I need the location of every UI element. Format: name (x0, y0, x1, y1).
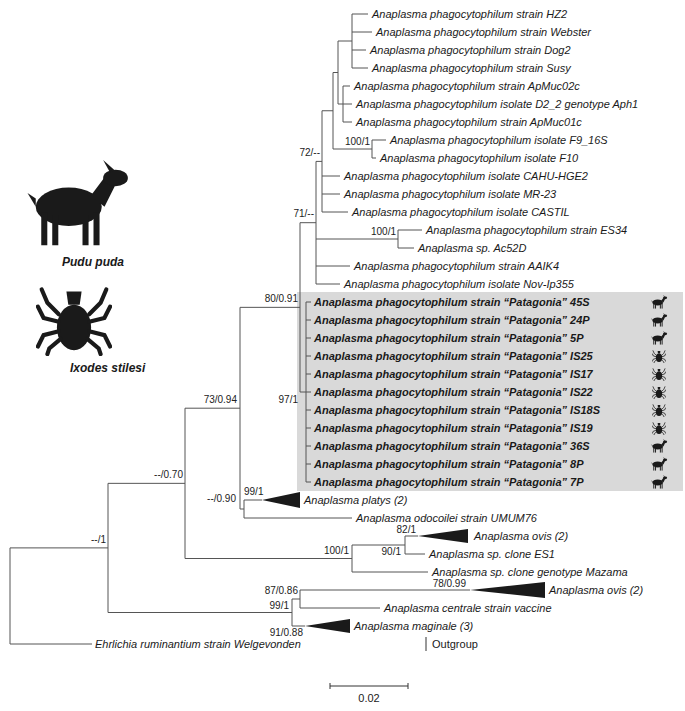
annotation: Outgroup (432, 638, 478, 651)
taxon-label: Anaplasma phagocytophilum strain Susy (372, 62, 571, 75)
highlight-band (297, 292, 683, 491)
support-value: 72/-- (299, 148, 320, 158)
support-value: 73/0.94 (204, 395, 237, 405)
taxon-label: Anaplasma phagocytophilum strain ApMuc02… (354, 80, 580, 93)
taxon-label: Anaplasma phagocytophilum isolate MR-23 (344, 188, 556, 201)
taxon-label: Anaplasma phagocytophilum strain AAIK4 (354, 260, 559, 273)
taxon-label: Anaplasma phagocytophilum strain “Patago… (314, 314, 590, 327)
support-value: --/0.90 (207, 494, 236, 504)
taxon-label: Anaplasma platys (2) (304, 494, 407, 507)
taxon-label: Anaplasma phagocytophilum strain Dog2 (370, 44, 571, 57)
taxon-label: Anaplasma ovis (2) (474, 530, 568, 543)
host-illustrations (28, 160, 668, 489)
taxon-label: Anaplasma phagocytophilum strain “Patago… (314, 368, 593, 381)
support-value: --/0.70 (154, 470, 183, 480)
taxon-label: Anaplasma sp. clone ES1 (429, 548, 555, 561)
support-value: 78/0.99 (433, 579, 466, 589)
taxon-label: Anaplasma sp. Ac52D (418, 242, 526, 255)
support-value: 100/1 (345, 137, 370, 147)
support-value: 90/1 (382, 547, 401, 557)
taxon-label: Anaplasma phagocytophilum strain “Patago… (314, 386, 593, 399)
taxon-label: Anaplasma maginale (3) (354, 620, 473, 633)
taxon-label: Anaplasma phagocytophilum isolate CASTIL (352, 206, 570, 219)
taxon-label: Anaplasma phagocytophilum isolate F9_16S (390, 134, 608, 147)
annotation: Ixodes stilesi (70, 362, 145, 375)
support-value: 87/0.86 (265, 586, 298, 596)
taxon-label: Anaplasma centrale strain vaccine (384, 602, 552, 615)
support-value: 97/1 (279, 395, 298, 405)
scale-and-outgroup (330, 637, 426, 689)
support-value: --/1 (91, 535, 106, 545)
support-value: 80/0.91 (265, 294, 298, 304)
taxon-label: Anaplasma phagocytophilum strain HZ2 (372, 8, 567, 21)
support-value: 100/1 (324, 546, 349, 556)
annotation: 0.02 (358, 692, 379, 705)
taxon-label: Anaplasma phagocytophilum strain “Patago… (314, 350, 593, 363)
taxon-label: Anaplasma phagocytophilum isolate CAHU-H… (344, 170, 588, 183)
taxon-label: Anaplasma phagocytophilum strain “Patago… (314, 440, 590, 453)
support-value: 91/0.88 (270, 628, 303, 638)
taxon-label: Anaplasma phagocytophilum strain “Patago… (314, 458, 584, 471)
taxon-label: Anaplasma phagocytophilum strain Webster (376, 26, 591, 39)
support-value: 99/1 (244, 487, 263, 497)
support-value: 71/-- (293, 209, 314, 219)
taxon-label: Anaplasma ovis (2) (549, 584, 643, 597)
taxon-label: Anaplasma phagocytophilum strain “Patago… (314, 476, 584, 489)
taxon-label: Anaplasma phagocytophilum strain ApMuc01… (356, 116, 582, 129)
support-value: 82/1 (397, 525, 416, 535)
taxon-label: Anaplasma phagocytophilum strain ES34 (426, 224, 627, 237)
taxon-label: Anaplasma phagocytophilum isolate Nov-Ip… (344, 278, 574, 291)
taxon-label: Anaplasma phagocytophilum isolate F10 (380, 152, 578, 165)
taxon-label: Anaplasma phagocytophilum strain “Patago… (314, 332, 584, 345)
support-value: 99/1 (270, 601, 289, 611)
highlight-group: Anaplasma phagocytophilum strain “Patago… (297, 292, 683, 491)
taxon-label: Ehrlichia ruminantium strain Welgevonden (95, 638, 301, 651)
annotation: Pudu puda (62, 256, 124, 269)
taxon-label: Anaplasma phagocytophilum strain “Patago… (314, 296, 590, 309)
taxon-label: Anaplasma phagocytophilum strain “Patago… (314, 404, 600, 417)
taxon-label: Anaplasma odocoilei strain UMUM76 (356, 512, 537, 525)
taxon-label: Anaplasma sp. clone genotype Mazama (432, 566, 628, 579)
taxon-label: Anaplasma phagocytophilum strain “Patago… (314, 422, 593, 435)
support-value: 100/1 (371, 227, 396, 237)
taxon-label: Anaplasma phagocytophilum isolate D2_2 g… (356, 98, 638, 111)
